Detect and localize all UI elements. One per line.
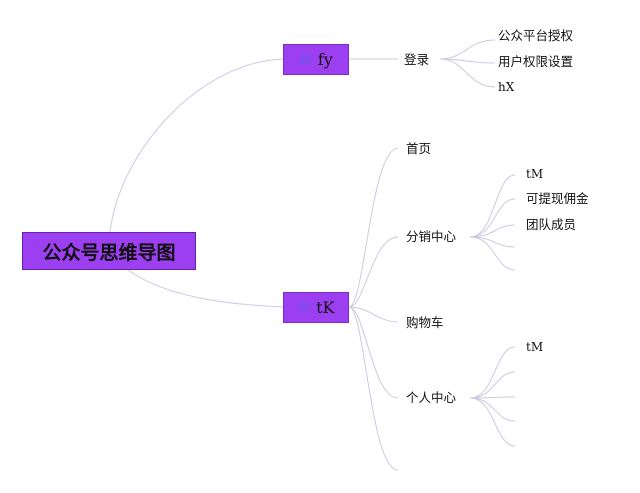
star-icon: ✩ — [299, 50, 312, 68]
edge-dist-c2 — [469, 198, 516, 238]
branch-node-label: fy — [317, 50, 333, 69]
node-login-child-2[interactable]: 用户权限设置 — [498, 54, 574, 69]
node-personal-child-1[interactable]: tM — [526, 340, 544, 354]
edge-tk-dist — [348, 236, 399, 308]
edge-personal-c1 — [469, 346, 516, 399]
edge-login-c3 — [439, 58, 496, 88]
branch-node-label: tK — [316, 298, 335, 317]
node-login[interactable]: 登录 — [404, 52, 430, 67]
edge-dist-c5 — [469, 236, 516, 271]
edge-tk-cart — [348, 306, 399, 323]
node-distribution-center[interactable]: 分销中心 — [406, 229, 457, 244]
node-login-child-1[interactable]: 公众平台授权 — [498, 28, 574, 43]
edge-dist-c3 — [469, 224, 516, 238]
edge-personal-c2 — [469, 371, 516, 399]
root-node[interactable]: 公众号思维导图 — [22, 232, 196, 270]
edge-dist-c1 — [469, 174, 516, 238]
edge-login-c1 — [439, 39, 496, 60]
edge-personal-c5 — [469, 397, 516, 447]
node-home[interactable]: 首页 — [406, 141, 432, 156]
edge-dist-c4 — [469, 236, 516, 248]
branch-node-tk[interactable]: ✩ tK — [283, 292, 349, 323]
node-dist-child-2[interactable]: 可提现佣金 — [526, 191, 589, 206]
edge-root-tk — [127, 269, 284, 308]
node-personal-center[interactable]: 个人中心 — [406, 390, 457, 405]
edge-tk-home — [348, 147, 399, 308]
edge-root-fy — [109, 58, 284, 233]
branch-node-fy[interactable]: ✩ fy — [283, 44, 349, 75]
root-node-label: 公众号思维导图 — [42, 241, 176, 264]
node-login-child-3[interactable]: hX — [498, 80, 515, 94]
edge-login-c2 — [439, 58, 496, 64]
edge-tk-personal — [348, 306, 399, 399]
node-cart[interactable]: 购物车 — [406, 315, 444, 330]
node-dist-child-1[interactable]: tM — [526, 167, 544, 181]
star-icon: ✩ — [297, 298, 311, 316]
node-dist-child-3[interactable]: 团队成员 — [526, 217, 577, 232]
edge-tk-empty — [348, 306, 399, 471]
